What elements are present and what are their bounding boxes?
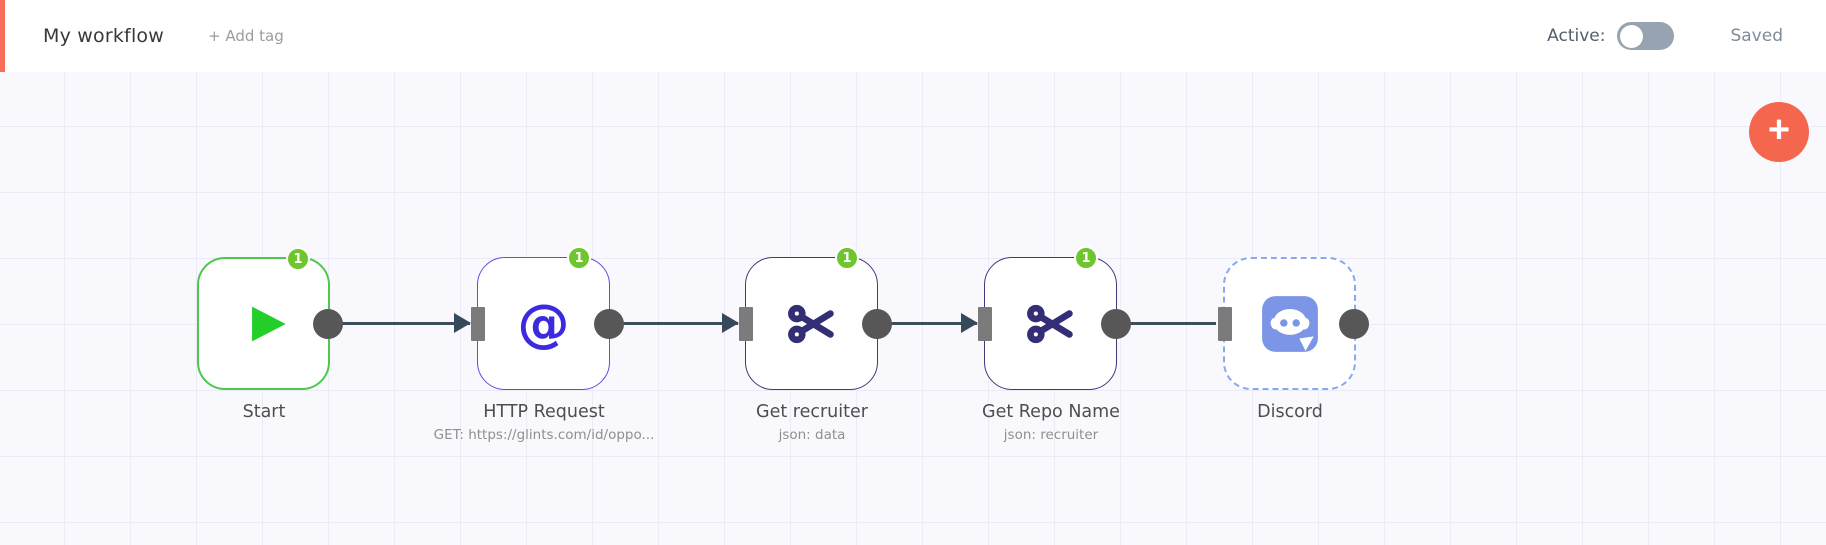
workflow-header: My workflow + Add tag Active: Saved	[0, 0, 1826, 72]
workflow-canvas[interactable]: 1 Start 1 @ HTTP Request GET: https://gl…	[0, 72, 1826, 545]
output-port[interactable]	[862, 308, 892, 339]
node-title: Get Repo Name	[982, 402, 1120, 422]
connection-http-recruiter[interactable]	[610, 313, 739, 333]
output-port[interactable]	[1101, 308, 1131, 339]
node-get-recruiter[interactable]: 1 Get recruiter json: data	[739, 246, 892, 443]
input-port[interactable]	[1218, 306, 1232, 341]
items-count-badge: 1	[835, 246, 859, 270]
node-title: HTTP Request	[483, 402, 605, 422]
output-port[interactable]	[594, 308, 624, 339]
node-http-request[interactable]: 1 @ HTTP Request GET: https://glints.com…	[434, 246, 654, 443]
node-subtitle: GET: https://glints.com/id/oppo...	[433, 427, 655, 443]
input-port[interactable]	[978, 306, 992, 341]
scissors-icon	[1026, 304, 1073, 343]
items-count-badge: 1	[286, 247, 310, 271]
connection-repo-discord[interactable]	[1117, 321, 1216, 325]
add-node-button[interactable]: +	[1749, 102, 1809, 162]
items-count-badge: 1	[567, 246, 591, 270]
input-port[interactable]	[739, 306, 753, 341]
active-toggle[interactable]	[1617, 22, 1675, 50]
node-subtitle: json: recruiter	[1003, 427, 1099, 443]
active-label: Active:	[1547, 26, 1606, 46]
items-count-badge: 1	[1074, 246, 1098, 270]
node-start[interactable]: 1 Start	[197, 247, 343, 422]
input-port[interactable]	[471, 306, 485, 341]
node-subtitle: json: data	[778, 427, 846, 443]
connection-start-http[interactable]	[330, 313, 471, 333]
play-icon	[251, 306, 286, 341]
node-title: Get recruiter	[756, 402, 868, 422]
node-title: Discord	[1257, 402, 1323, 422]
saved-status: Saved	[1730, 26, 1783, 46]
at-icon: @	[517, 293, 570, 354]
node-get-repo-name[interactable]: 1 Get Repo Name json: recruiter	[978, 246, 1131, 443]
toggle-knob	[1620, 24, 1644, 48]
output-port[interactable]	[1339, 308, 1369, 339]
connection-recruiter-repo[interactable]	[877, 313, 978, 333]
scissors-icon	[787, 304, 834, 343]
node-title: Start	[242, 402, 286, 422]
workflow-title[interactable]: My workflow	[43, 25, 164, 47]
node-discord[interactable]: Discord	[1218, 257, 1369, 422]
add-tag-button[interactable]: + Add tag	[208, 27, 284, 45]
output-port[interactable]	[313, 308, 343, 339]
accent-stripe	[0, 0, 5, 72]
discord-icon	[1261, 295, 1318, 352]
